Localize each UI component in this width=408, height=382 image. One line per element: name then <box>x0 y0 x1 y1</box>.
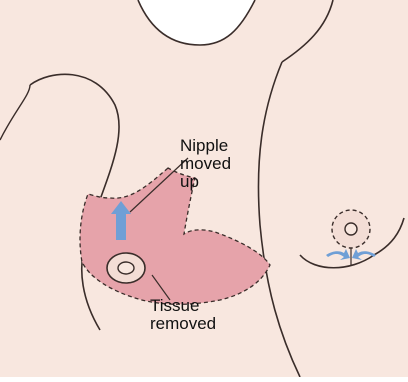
right-nipple <box>345 223 357 235</box>
tissue-label-line1: Tissue <box>150 297 216 315</box>
left-nipple <box>118 262 134 274</box>
right-torso-skin <box>262 0 408 377</box>
nipple-label-line1: Nipple <box>180 137 231 155</box>
nipple-label-line2: moved <box>180 155 231 173</box>
tissue-label-line2: removed <box>150 315 216 333</box>
tissue-label: Tissue removed <box>150 297 216 333</box>
nipple-label-line3: up <box>180 173 231 191</box>
nipple-label: Nipple moved up <box>180 137 231 191</box>
